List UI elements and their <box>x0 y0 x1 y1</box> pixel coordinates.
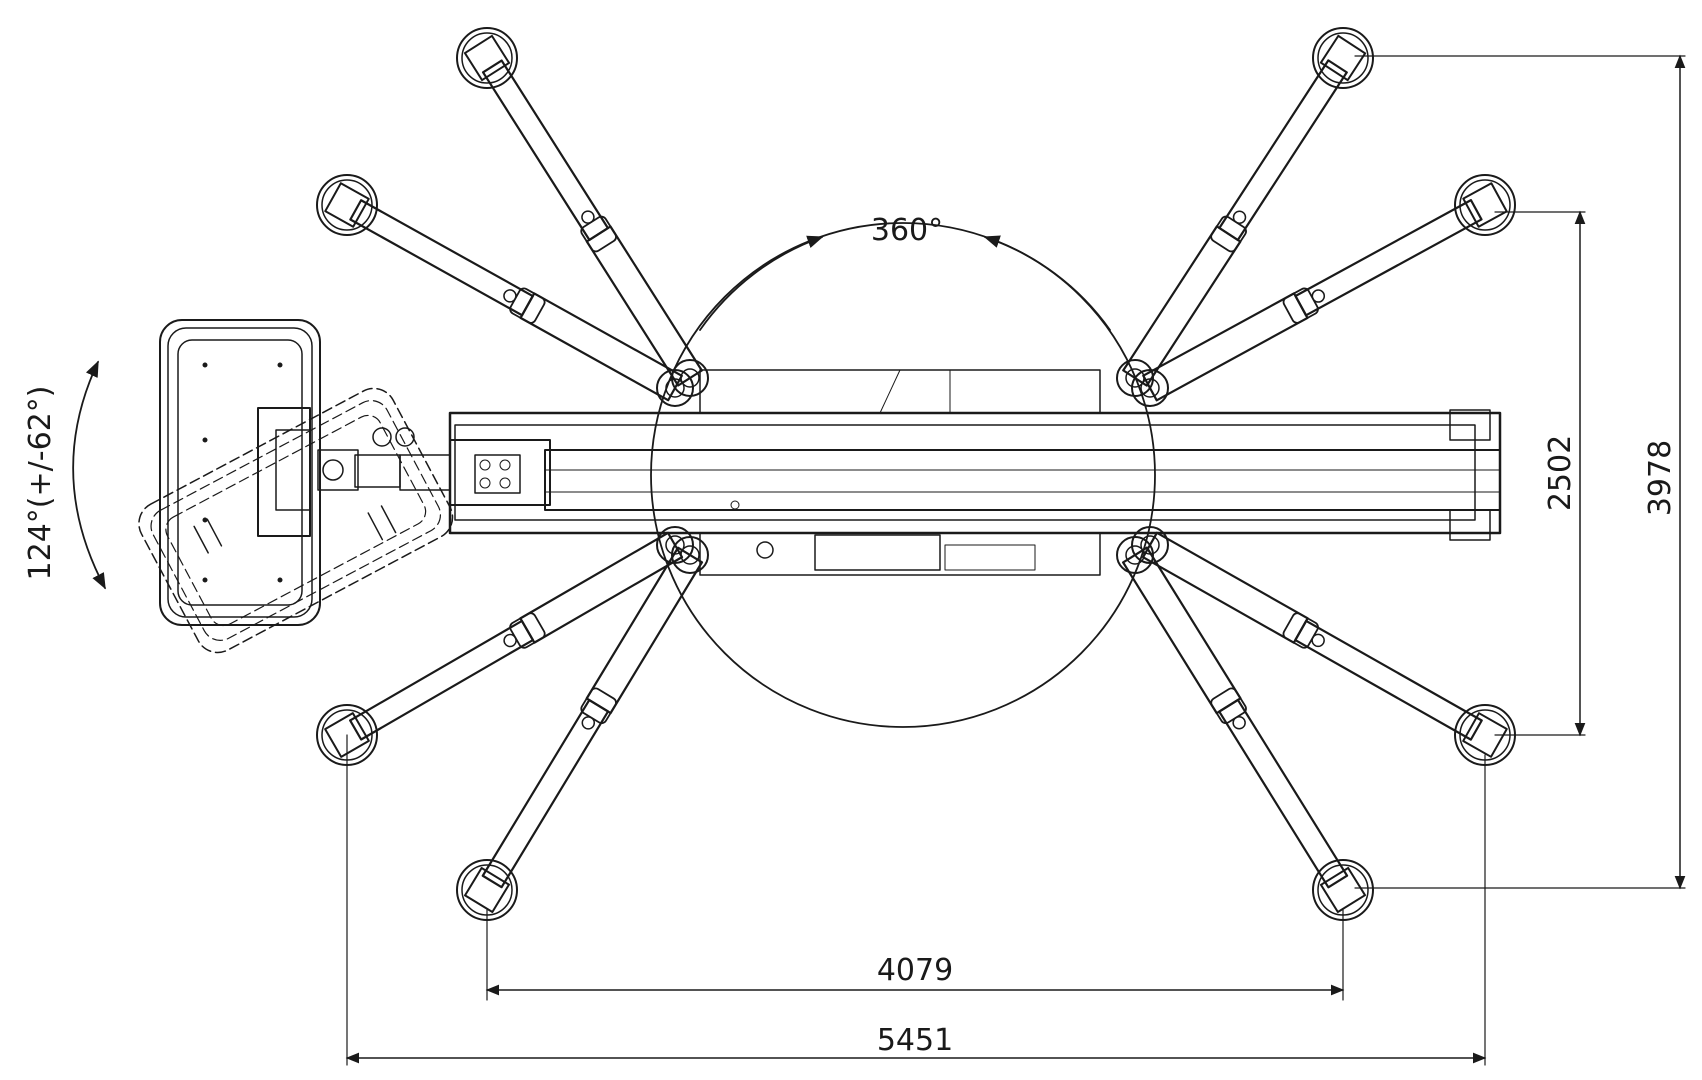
turret-rotation-label: 360° <box>871 213 943 248</box>
turret-rotation-indicator: 360° <box>650 213 1156 728</box>
outrigger-rear-right-upper <box>1116 27 1374 397</box>
chassis-body <box>317 369 1502 576</box>
dimension-inner-width: 4079 <box>877 953 953 988</box>
dimension-outer-height: 3978 <box>1643 440 1678 516</box>
dimension-outer-width: 5451 <box>877 1023 953 1058</box>
outrigger-legs <box>316 27 1516 921</box>
outrigger-front-left-bottom-upper <box>316 526 694 766</box>
outrigger-front-left-bottom-lower <box>456 536 709 921</box>
dimension-inner-height: 2502 <box>1543 435 1578 511</box>
dimension-lines: 4079 5451 2502 3978 <box>345 54 1686 1066</box>
outrigger-front-left-upper <box>456 27 709 397</box>
outrigger-rear-right-bottom-lower <box>1116 536 1374 921</box>
outrigger-rear-right-lower <box>1131 174 1516 407</box>
basket-rotation-indicator: 124°(+/-62°) <box>23 360 106 590</box>
outrigger-rear-right-bottom-upper <box>1131 526 1516 766</box>
outrigger-front-left-lower <box>316 174 694 407</box>
work-platform-basket <box>138 319 454 654</box>
basket-rotation-label: 124°(+/-62°) <box>23 386 58 581</box>
